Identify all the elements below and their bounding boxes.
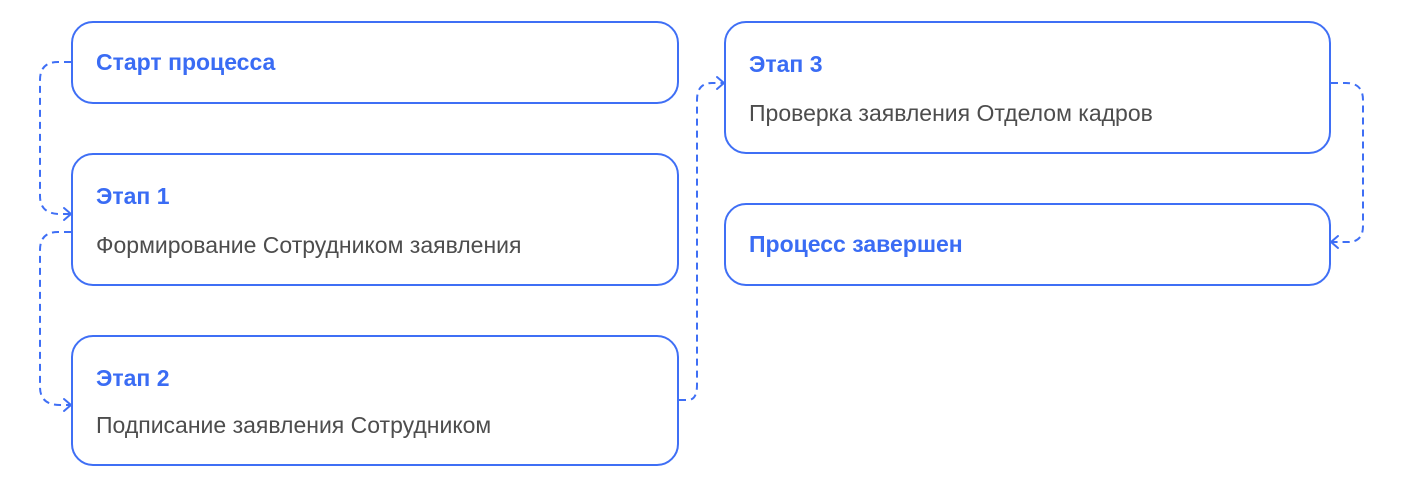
node-title: Этап 3 [749,51,823,77]
connector-stage3-to-end [1331,82,1364,243]
node-start: Старт процесса [71,21,679,104]
node-stage3: Этап 3 Проверка заявления Отделом кадров [724,21,1331,154]
node-description: Подписание заявления Сотрудником [96,412,492,438]
arrow-head-icon [716,76,725,90]
connector-stage1-to-stage2 [39,231,71,406]
node-stage1: Этап 1 Формирование Сотрудником заявлени… [71,153,679,286]
node-title: Процесс завершен [749,231,963,257]
node-title: Старт процесса [96,49,276,75]
node-title: Этап 1 [96,183,170,209]
node-end: Процесс завершен [724,203,1331,286]
node-title: Этап 2 [96,365,170,391]
node-description: Формирование Сотрудником заявления [96,232,522,258]
node-description: Проверка заявления Отделом кадров [749,100,1153,126]
node-stage2: Этап 2 Подписание заявления Сотрудником [71,335,679,466]
connector-start-to-stage1 [39,61,71,215]
connector-stage2-to-stage3 [679,82,723,401]
arrow-head-icon [1330,235,1339,249]
